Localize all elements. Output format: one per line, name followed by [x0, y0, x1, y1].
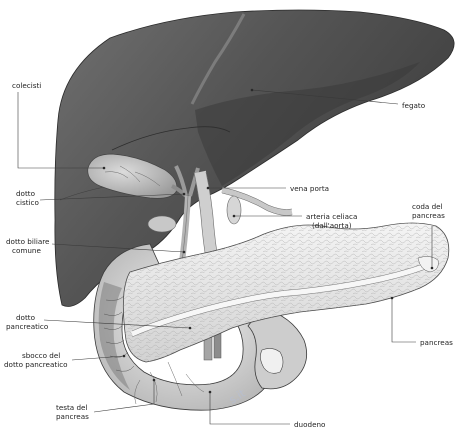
label-pancreas: pancreas [420, 338, 453, 347]
label-sbocco-1: sbocco del [22, 351, 60, 360]
label-dotto-cistico-2: cistico [16, 198, 39, 207]
label-dotto-biliare-2: comune [12, 246, 41, 255]
label-fegato: fegato [402, 101, 425, 110]
label-dotto-pancreatico-1: dotto [16, 313, 35, 322]
label-vena-porta: vena porta [290, 184, 329, 193]
label-coda-pancreas-1: coda del [412, 202, 443, 211]
label-coda-pancreas-2: pancreas [412, 211, 445, 220]
label-dotto-biliare-1: dotto biliare [6, 237, 50, 246]
leader-pancreas [392, 298, 416, 342]
label-sbocco-2: dotto pancreatico [4, 360, 68, 369]
label-duodeno: duodeno [294, 420, 325, 429]
hepatic-artery-branch [148, 216, 176, 232]
label-dotto-cistico-1: dotto [16, 189, 35, 198]
label-colecisti: colecisti [12, 81, 41, 90]
label-testa-pancreas-1: testa del [56, 403, 87, 412]
label-arteria-celiaca-2: (dall'aorta) [312, 221, 352, 230]
label-arteria-celiaca-1: arteria celiaca [306, 212, 357, 221]
celiac-trunk [227, 196, 241, 224]
label-dotto-pancreatico-2: pancreatico [6, 322, 48, 331]
label-testa-pancreas-2: pancreas [56, 412, 89, 421]
